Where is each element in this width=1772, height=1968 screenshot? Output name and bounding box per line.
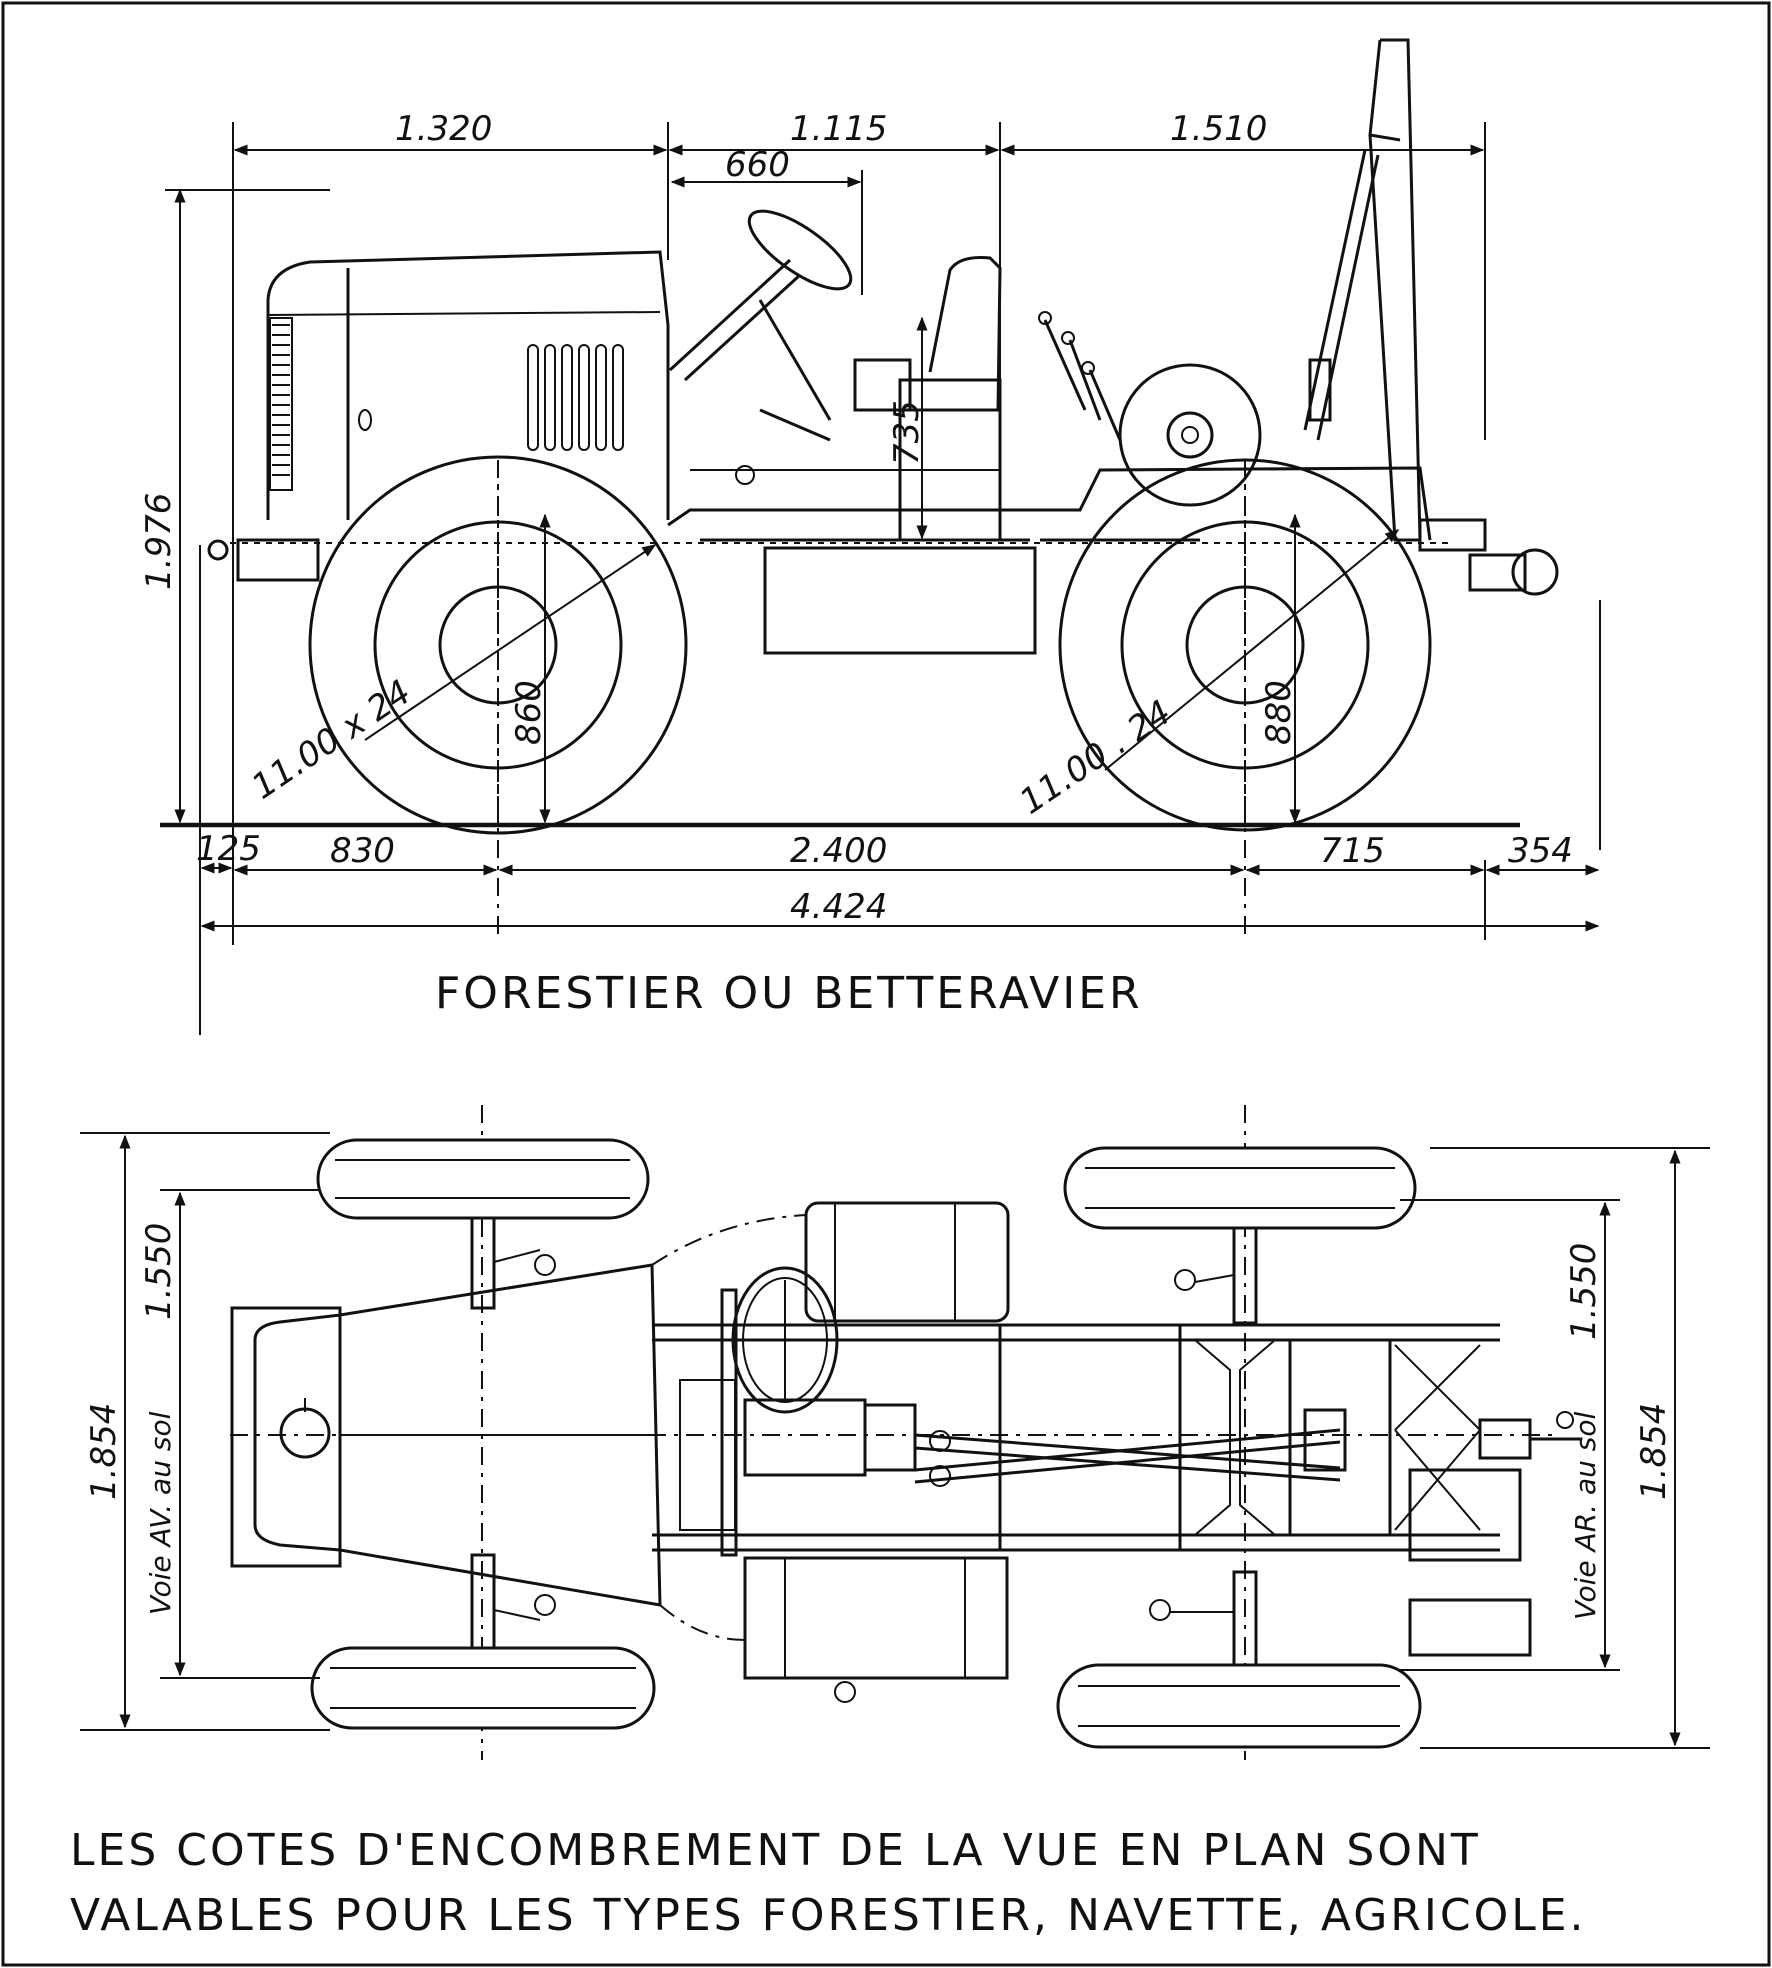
dim-bottom-front: 830 (330, 831, 395, 871)
fuel-tank (651, 1201, 1010, 1323)
transmission (679, 1379, 1347, 1531)
dim-top-mid: 1.115 (790, 109, 887, 149)
dim-rear-overall-width: 1.854 (1634, 1403, 1674, 1500)
dim-front-track-label: Voie AV. au sol (144, 1411, 177, 1615)
bonnet (266, 250, 670, 520)
tool-box (659, 1556, 1009, 1703)
dim-top-front: 1.320 (395, 109, 492, 149)
side-view-title: FORESTIER OU BETTERAVIER (435, 968, 1143, 1019)
dim-front-wheel-radius: 860 (509, 680, 549, 745)
side-view-drawing: 1.320 1.115 660 1.510 1.976 735 860 880 … (139, 38, 1601, 1035)
rear-left-wheel (1063, 1146, 1417, 1230)
front-left-wheel (316, 1138, 650, 1220)
dim-height: 1.976 (139, 493, 179, 590)
dim-bottom-rear: 715 (1320, 831, 1385, 871)
bonnet-plan (338, 1263, 662, 1607)
rear-stub-axles (1149, 1226, 1258, 1667)
chassis-rails (652, 1323, 1500, 1552)
rear-hitch-plan (1408, 1411, 1580, 1657)
plan-view-drawing: 1.854 1.550 Voie AV. au sol 1.550 Voie A… (70, 1105, 1710, 1941)
dim-top-rear: 1.510 (1170, 109, 1267, 149)
seat (853, 256, 1002, 540)
dim-rear-track-label: Voie AR. au sol (1569, 1412, 1602, 1620)
dim-rear-track-value: 1.550 (1564, 1243, 1604, 1340)
dim-seat-height: 735 (887, 400, 927, 465)
front-right-wheel (310, 1646, 656, 1730)
steering-assembly (668, 209, 853, 485)
winch-drum (1118, 363, 1262, 507)
dim-rear-wheel-radius: 880 (1259, 680, 1299, 745)
dim-bottom-wheelbase: 2.400 (790, 831, 887, 871)
front-body (230, 1306, 342, 1568)
dim-bottom-rear-overhang: 354 (1508, 831, 1573, 871)
dim-top-seat: 660 (725, 145, 790, 185)
dim-bottom-front-overhang: 125 (196, 829, 261, 869)
dim-rear-tyre: 11.00 . 24 (1013, 693, 1179, 823)
dim-front-overall-width: 1.854 (84, 1403, 124, 1500)
radiator-grille (272, 324, 290, 476)
chassis (207, 466, 1559, 655)
dim-overall-length: 4.424 (790, 887, 887, 927)
dim-front-tyre: 11.00 x 24 (245, 672, 419, 807)
dim-front-track-value: 1.550 (139, 1223, 179, 1320)
front-stub-axles (470, 1216, 556, 1650)
side-louvres (527, 344, 624, 451)
rear-shield (1303, 38, 1422, 542)
plan-caption-line-1: LES COTES D'ENCOMBREMENT DE LA VUE EN PL… (70, 1825, 1481, 1876)
plan-caption-line-2: VALABLES POUR LES TYPES FORESTIER, NAVET… (70, 1890, 1587, 1941)
control-levers (1038, 311, 1122, 441)
steering-wheel-plan (720, 1266, 839, 1557)
rear-right-wheel (1056, 1663, 1422, 1749)
